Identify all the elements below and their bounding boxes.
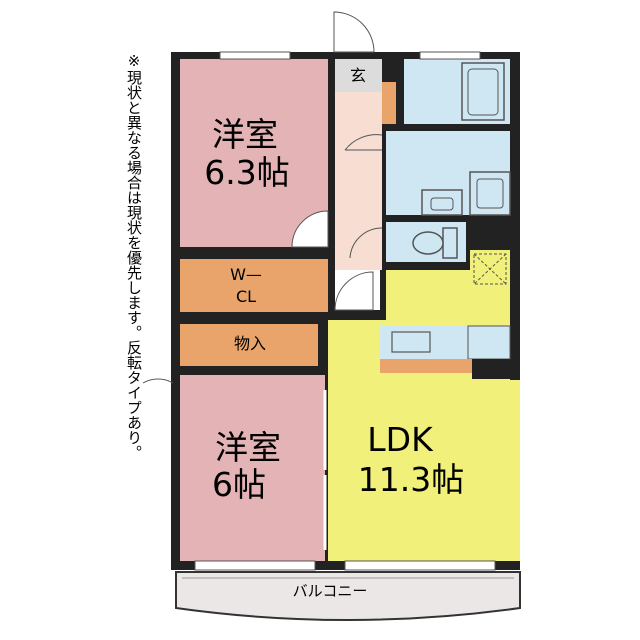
door-arc-washroom	[344, 134, 383, 151]
western1-name: 洋室	[212, 115, 278, 154]
window-western2	[194, 560, 316, 571]
western1-size: 6.3帖	[204, 153, 290, 192]
wic-line1: W—	[230, 265, 262, 284]
entrance-area	[335, 59, 382, 92]
window-ldk	[344, 560, 496, 571]
balcony-label: バルコニー	[292, 582, 368, 600]
room-wic	[180, 259, 328, 312]
shoe-cabinet	[382, 82, 396, 124]
room-western-2	[180, 375, 325, 561]
door-arc-toilet	[349, 227, 383, 259]
door-arc-western2	[142, 378, 174, 384]
ps-box-outline	[473, 253, 507, 285]
kitchen-sink	[391, 331, 431, 353]
washing-machine-drum	[476, 178, 504, 209]
bathtub-inner	[467, 68, 499, 116]
western2-size: 6帖	[212, 465, 266, 504]
window-western1	[219, 51, 291, 60]
kitchen-base	[380, 359, 472, 373]
toilet-tank	[442, 227, 458, 259]
window-bath	[419, 51, 481, 60]
ldk-size: 11.3帖	[357, 460, 465, 499]
door-arc-entrance	[333, 11, 375, 53]
balcony	[175, 571, 521, 621]
ldk-name: LDK	[367, 420, 433, 459]
kitchen-pillar	[472, 359, 510, 379]
disclaimer-note: ※現状と異なる場合は現状を優先します。反転タイプあり。	[125, 52, 143, 460]
room-storage	[180, 324, 318, 366]
western2-name: 洋室	[215, 428, 281, 467]
door-arc-ldk	[334, 271, 374, 311]
entrance-label: 玄	[349, 66, 366, 85]
room-western-1	[180, 59, 328, 247]
toilet-bowl	[412, 231, 444, 255]
wic-line2: CL	[235, 287, 257, 306]
kitchen-stove	[467, 325, 511, 360]
hallway	[335, 92, 382, 270]
storage-name: 物入	[233, 334, 266, 353]
washbasin-bowl	[430, 197, 454, 211]
ps-box-x2	[473, 253, 507, 285]
door-arc-western1	[291, 210, 329, 248]
